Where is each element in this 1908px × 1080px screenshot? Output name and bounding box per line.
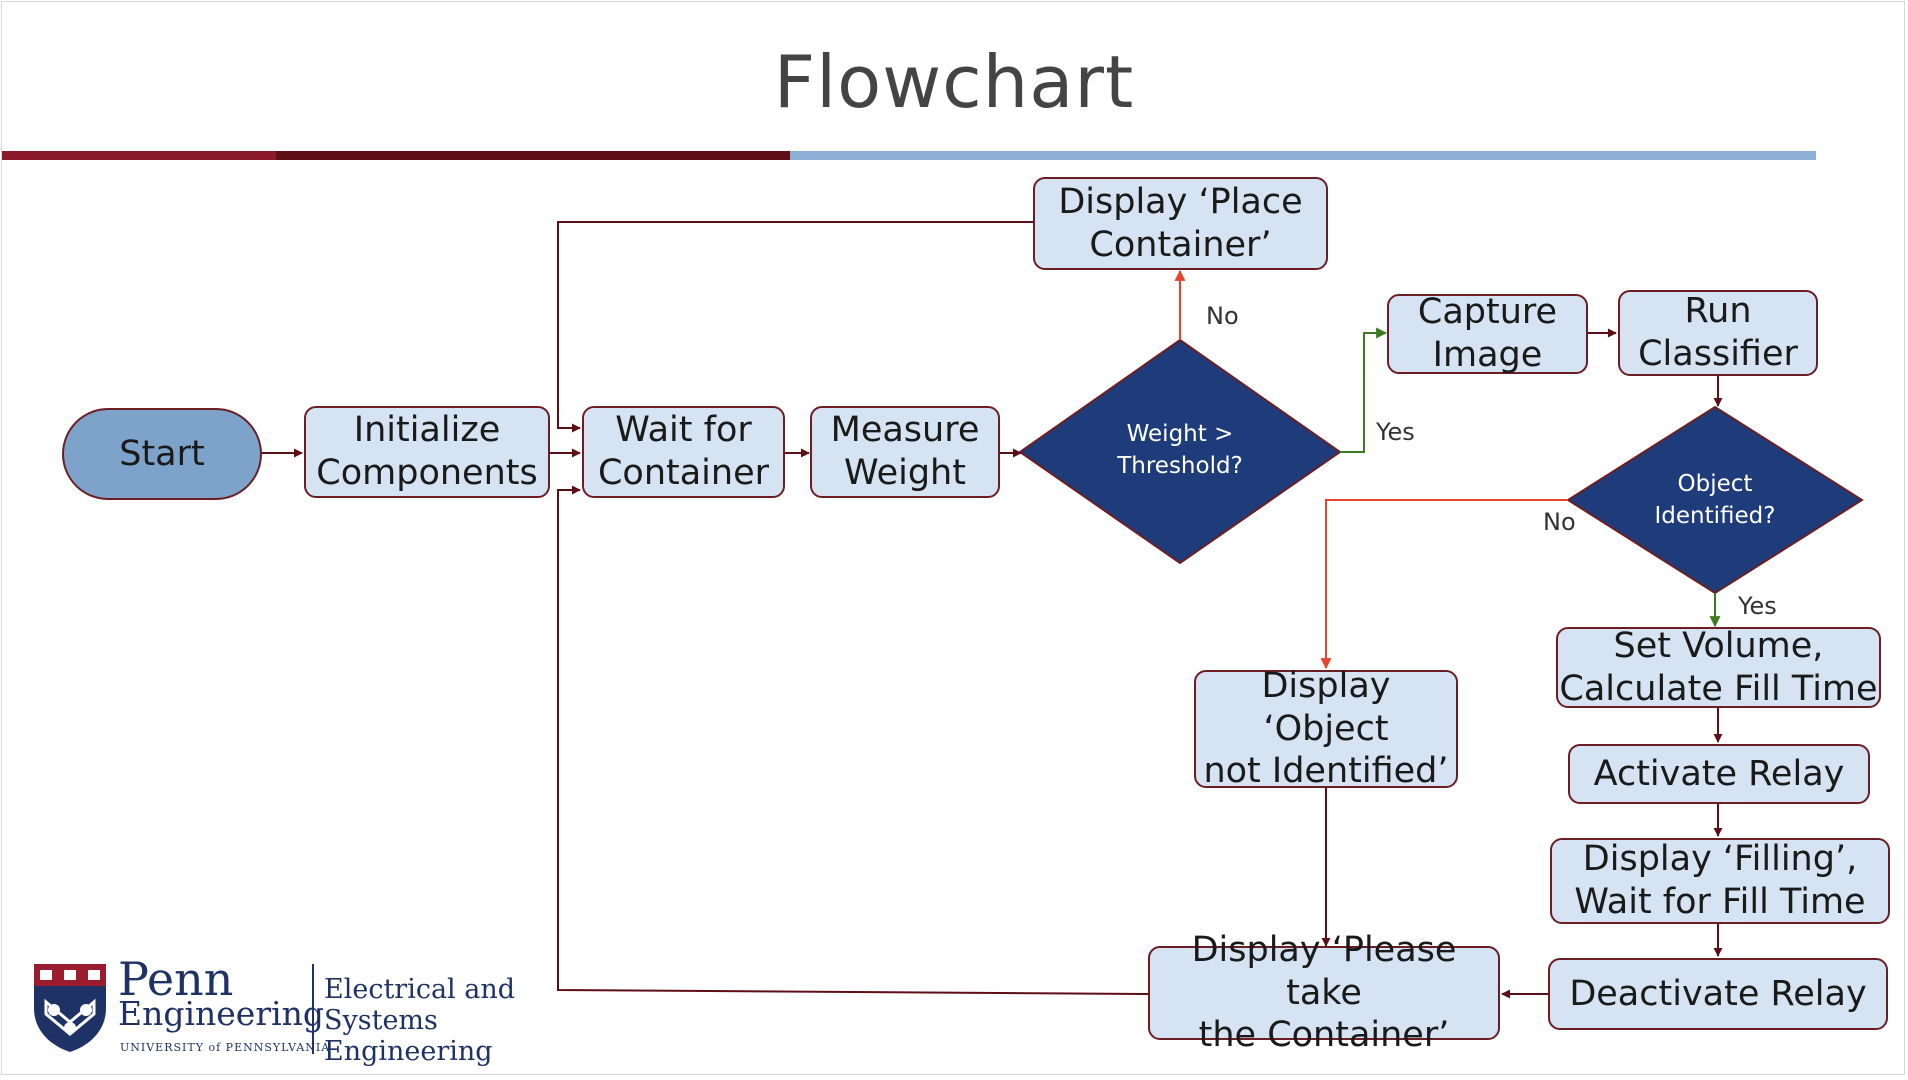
object-yes-label: Yes [1738, 592, 1777, 620]
title-bar-blue [790, 151, 1816, 160]
title-bar-dark [276, 151, 790, 160]
capture-image-box: Capture Image [1387, 292, 1588, 375]
arrow-object-no-to-not-identified [1320, 499, 1568, 670]
logo-divider [312, 964, 314, 1054]
logo-department-text: Electrical and Systems Engineering [324, 974, 516, 1068]
object-no-label: No [1543, 508, 1576, 536]
set-volume-box: Set Volume, Calculate Fill Time [1556, 626, 1881, 709]
place-container-box: Display ‘Place Container’ [1033, 177, 1328, 270]
weight-decision-diamond [1018, 338, 1342, 565]
run-classifier-box: Run Classifier [1618, 290, 1818, 376]
arrow-please-take-back-to-wait [557, 485, 1149, 995]
weight-yes-label: Yes [1376, 418, 1415, 446]
penn-engineering-logo: Penn Engineering UNIVERSITY of PENNSYLVA… [30, 952, 590, 1067]
object-not-identified-box: Display ‘Object not Identified’ [1194, 666, 1458, 791]
please-take-container-box: Display ‘Please take the Container’ [1148, 930, 1500, 1055]
wait-for-container-box: Wait for Container [582, 406, 785, 498]
measure-weight-box: Measure Weight [810, 406, 1000, 498]
logo-engineering-text: Engineering [118, 994, 325, 1033]
title-bar-red [2, 151, 276, 160]
arrow-place-back-to-wait [557, 221, 1033, 433]
start-node: Start [62, 408, 262, 500]
deactivate-relay-box: Deactivate Relay [1548, 958, 1888, 1030]
weight-decision-label: Weight > Threshold? [1117, 421, 1243, 480]
arrow-weight-yes-to-capture [1340, 327, 1388, 453]
display-filling-box: Display ‘Filling’, Wait for Fill Time [1550, 838, 1890, 924]
logo-university-text: UNIVERSITY of PENNSYLVANIA [120, 1041, 331, 1054]
object-decision-label: Object Identified? [1654, 471, 1776, 530]
activate-relay-box: Activate Relay [1568, 744, 1870, 804]
logo-penn-text: Penn [118, 952, 234, 1006]
weight-no-label: No [1206, 302, 1239, 330]
initialize-components-box: Initialize Components [304, 406, 550, 498]
penn-shield-icon [34, 964, 106, 1052]
slide-title: Flowchart [773, 40, 1135, 124]
